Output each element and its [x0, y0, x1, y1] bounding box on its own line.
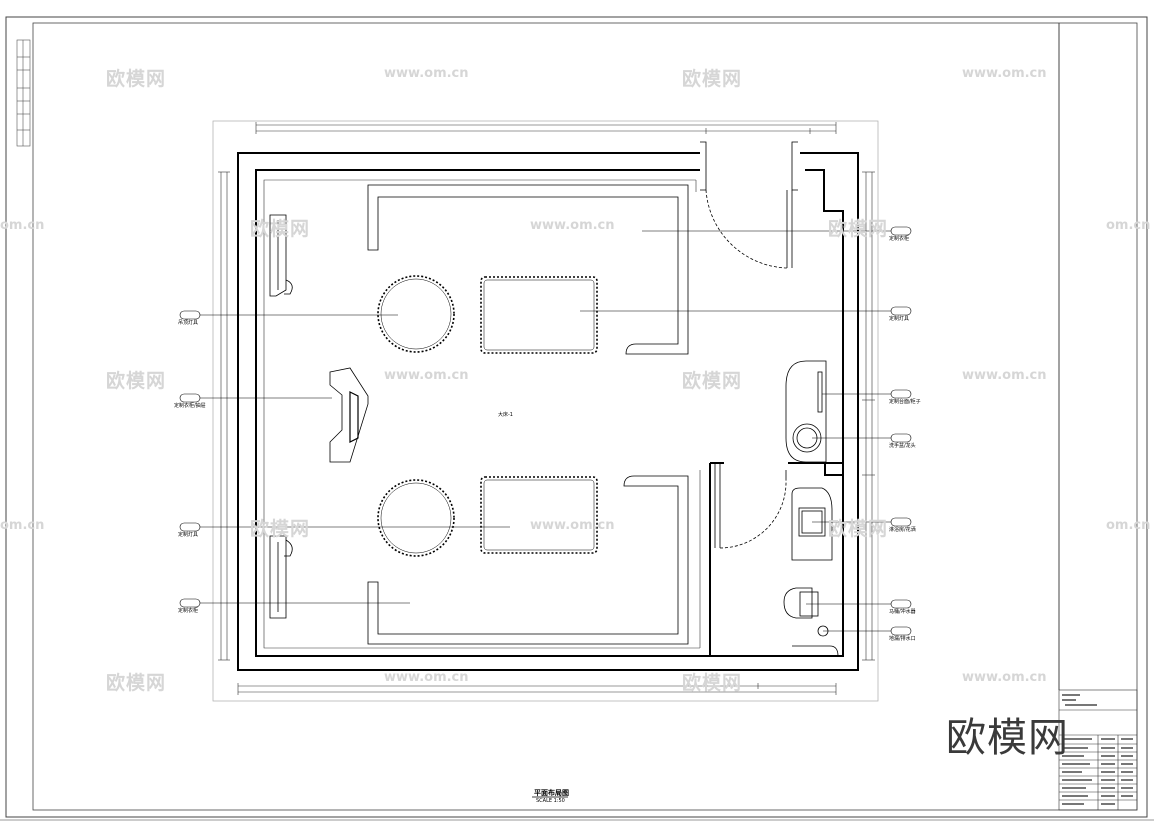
- wardrobe-bottom: [367, 475, 689, 645]
- left-cabinets: [269, 214, 293, 619]
- wardrobe-top: [367, 184, 689, 355]
- dimension-lines: [218, 122, 875, 695]
- walls: [237, 152, 859, 671]
- brand-logo: 欧模网: [946, 715, 1069, 761]
- toilet: [783, 587, 839, 657]
- revision-strip: [16, 39, 31, 147]
- beds: [480, 276, 598, 554]
- label-left-2: 定制衣柜/抽屉: [174, 403, 206, 409]
- title-block: [1058, 689, 1138, 811]
- plan-boundary: [212, 120, 879, 702]
- leader-lines: [200, 230, 892, 632]
- room-label: 大床-1: [498, 412, 513, 418]
- label-right-4: 洗手盆/龙头: [889, 443, 916, 449]
- label-left-3: 定制灯具: [178, 532, 199, 538]
- ceiling-lines: [263, 179, 701, 649]
- sheet-scale: SCALE 1:50: [536, 798, 565, 804]
- round-lamps: [377, 275, 455, 557]
- label-left-4: 定制衣柜: [178, 608, 199, 614]
- label-left-1: 吊顶灯具: [178, 320, 199, 326]
- tag-bubbles: [179, 226, 912, 636]
- label-right-7: 地漏/排水口: [889, 636, 916, 642]
- label-right-1: 定制衣柜: [889, 236, 910, 242]
- tv-unit: [329, 367, 369, 463]
- doors: [700, 141, 798, 549]
- label-right-6: 马桶/冲水器: [889, 609, 916, 615]
- sheet-title: 平面布局图: [534, 789, 569, 797]
- label-right-3: 定制台面/柜子: [889, 399, 921, 405]
- vanity: [785, 360, 827, 463]
- shower: [791, 487, 833, 561]
- drawing-frame: [0, 16, 1154, 821]
- title-block-fills: [1062, 694, 1133, 805]
- label-right-2: 定制灯具: [889, 316, 910, 322]
- label-right-5: 淋浴房/花洒: [889, 527, 916, 533]
